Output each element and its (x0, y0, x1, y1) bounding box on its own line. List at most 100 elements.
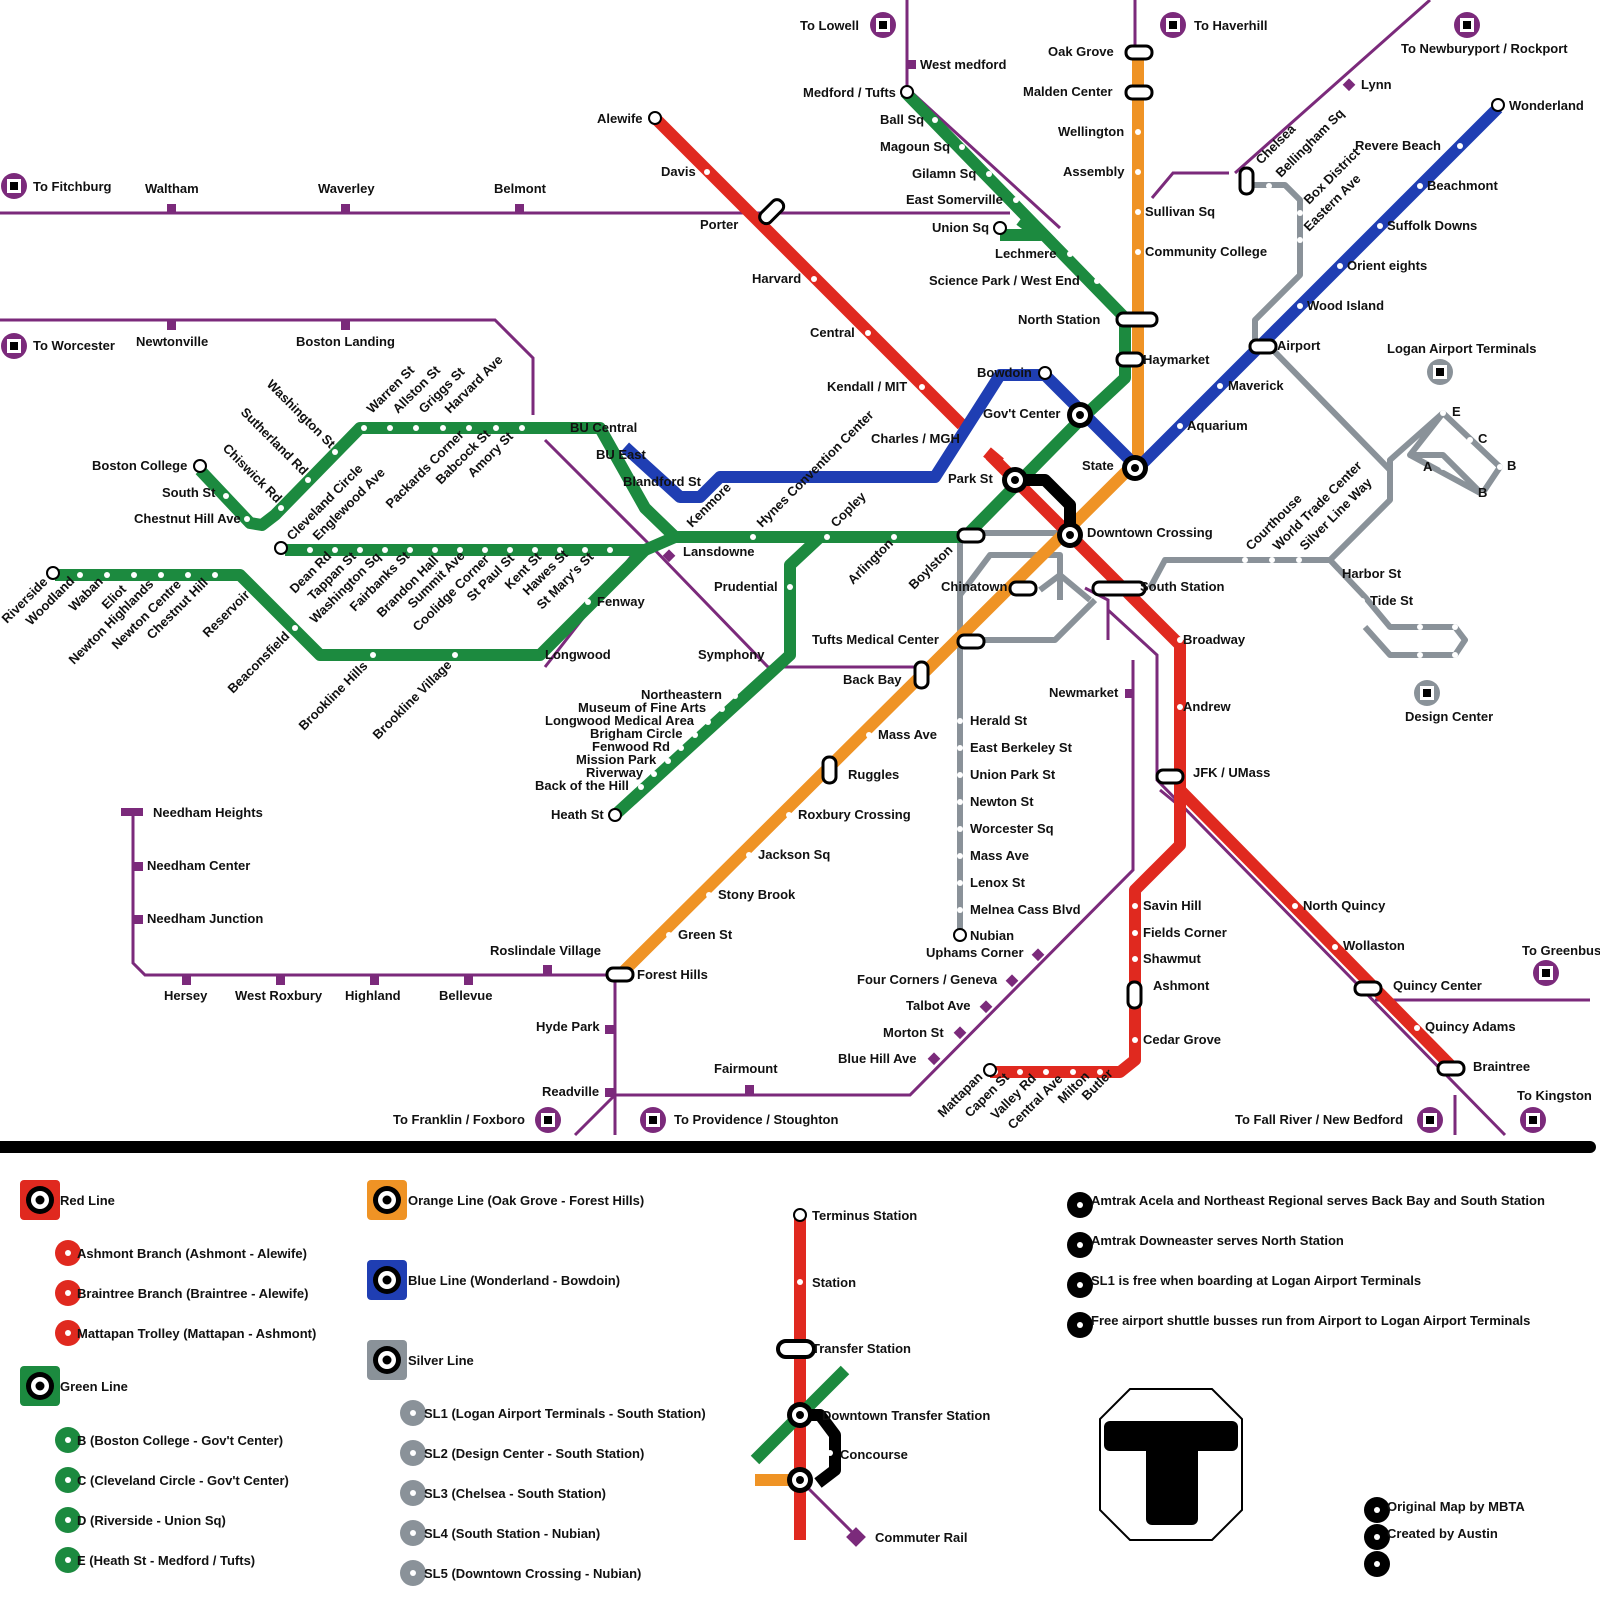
legend-label: SL4 (South Station - Nubian) (424, 1526, 600, 1541)
legend-label: Green Line (60, 1379, 128, 1394)
legend-label: SL5 (Downtown Crossing - Nubian) (424, 1566, 641, 1581)
station-label: Kendall / MIT (827, 379, 907, 394)
station-label: Downtown Crossing (1087, 525, 1213, 540)
station-label: BU East (596, 447, 647, 462)
station-label: A (1423, 459, 1433, 474)
station-label: West medford (920, 57, 1006, 72)
station-label: Orient eights (1347, 258, 1427, 273)
station-label: State (1082, 458, 1114, 473)
station-label: Nubian (970, 928, 1014, 943)
station-label: Hynes Convention Center (754, 407, 877, 530)
station-label: Ball Sq (880, 112, 924, 127)
station-label: South St (162, 485, 216, 500)
station-label: Chinatown (941, 579, 1007, 594)
legend-note: Amtrak Acela and Northeast Regional serv… (1091, 1193, 1545, 1208)
red-line (655, 118, 1455, 1072)
station-label: Readville (542, 1084, 599, 1099)
station-label: Brookline Village (370, 657, 455, 742)
station-label: Assembly (1063, 164, 1125, 179)
station-label: To Providence / Stoughton (674, 1112, 838, 1127)
station-label: Roxbury Crossing (798, 807, 911, 822)
legend-credits: Original Map by MBTA Created by Austin (1364, 1497, 1525, 1577)
legend-credit: Created by Austin (1387, 1526, 1498, 1541)
station-label: Ruggles (848, 767, 899, 782)
station-label: C (1478, 431, 1488, 446)
station-label: Talbot Ave (906, 998, 971, 1013)
station-label: Highland (345, 988, 401, 1003)
station-label: Four Corners / Geneva (857, 972, 998, 987)
legend-label: Orange Line (Oak Grove - Forest Hills) (408, 1193, 644, 1208)
legend-label: Ashmont Branch (Ashmont - Alewife) (77, 1246, 307, 1261)
station-label: Maverick (1228, 378, 1284, 393)
legend-label: Downtown Transfer Station (822, 1408, 990, 1423)
station-label: West Roxbury (235, 988, 323, 1003)
legend-label: Red Line (60, 1193, 115, 1208)
station-label: Melnea Cass Blvd (970, 902, 1081, 917)
station-label: Cedar Grove (1143, 1032, 1221, 1047)
station-label: B (1507, 458, 1516, 473)
station-label: Brookline Hills (296, 658, 371, 733)
station-label: Wollaston (1343, 938, 1405, 953)
station-label: Reservoir (200, 587, 253, 640)
station-label: Lechmere (995, 246, 1056, 261)
station-label: Copley (828, 488, 870, 530)
station-label: Union Park St (970, 767, 1056, 782)
station-label: Oak Grove (1048, 44, 1114, 59)
station-label: Gilamn Sq (912, 166, 976, 181)
station-label: Worcester Sq (970, 821, 1054, 836)
station-label: Harbor St (1342, 566, 1402, 581)
station-label: Haymarket (1143, 352, 1210, 367)
station-label: Beachmont (1427, 178, 1498, 193)
station-label: Design Center (1405, 709, 1493, 724)
station-label: Ashmont (1153, 978, 1210, 993)
legend-green-branches: B (Boston College - Gov't Center) C (Cle… (55, 1427, 289, 1573)
station-label: Porter (700, 217, 738, 232)
legend-credit: Original Map by MBTA (1387, 1499, 1525, 1514)
station-label: Harvard (752, 271, 801, 286)
station-label: Roslindale Village (490, 943, 601, 958)
station-label: Jackson Sq (758, 847, 830, 862)
station-label: Logan Airport Terminals (1387, 341, 1537, 356)
station-label: Wellington (1058, 124, 1124, 139)
station-label: Alewife (597, 111, 643, 126)
station-label: Davis (661, 164, 696, 179)
station-label: Waltham (145, 181, 199, 196)
station-label: Needham Center (147, 858, 250, 873)
station-label: Morton St (883, 1025, 944, 1040)
legend-red-line: Red Line (20, 1180, 115, 1220)
station-label: Arlington (845, 536, 896, 587)
legend: Red Line Ashmont Branch (Ashmont - Alewi… (20, 1180, 1545, 1586)
station-label: Hyde Park (536, 1019, 600, 1034)
station-label: Herald St (970, 713, 1028, 728)
station-label: Sullivan Sq (1145, 204, 1215, 219)
station-label: To Kingston (1517, 1088, 1592, 1103)
station-label: Community College (1145, 244, 1267, 259)
station-label: Gov't Center (983, 406, 1061, 421)
station-label: Charles / MGH (871, 431, 960, 446)
legend-label: Commuter Rail (875, 1530, 967, 1545)
legend-silver-line: Silver Line (367, 1340, 474, 1380)
station-label: Lenox St (970, 875, 1026, 890)
station-label: Airport (1277, 338, 1321, 353)
legend-label: E (Heath St - Medford / Tufts) (77, 1553, 255, 1568)
station-label: Prudential (714, 579, 778, 594)
station-label: North Station (1018, 312, 1100, 327)
station-label: To Newburyport / Rockport (1401, 41, 1568, 56)
station-label: Science Park / West End (929, 273, 1080, 288)
station-label: JFK / UMass (1193, 765, 1270, 780)
station-label: To Fall River / New Bedford (1235, 1112, 1403, 1127)
station-label: Blue Hill Ave (838, 1051, 917, 1066)
station-label: Mass Ave (878, 727, 937, 742)
station-label: Symphony (698, 647, 765, 662)
legend-notes: Amtrak Acela and Northeast Regional serv… (1067, 1192, 1545, 1338)
station-label: Broadway (1183, 632, 1246, 647)
station-label: Needham Junction (147, 911, 263, 926)
station-label: Savin Hill (1143, 898, 1202, 913)
station-label: Tide St (1370, 593, 1414, 608)
station-label: Bowdoin (977, 365, 1032, 380)
station-label: Back Bay (843, 672, 902, 687)
legend-orange-line: Orange Line (Oak Grove - Forest Hills) (367, 1180, 644, 1220)
station-label: To Worcester (33, 338, 115, 353)
station-label: BU Central (570, 420, 637, 435)
station-label: To Lowell (800, 18, 859, 33)
